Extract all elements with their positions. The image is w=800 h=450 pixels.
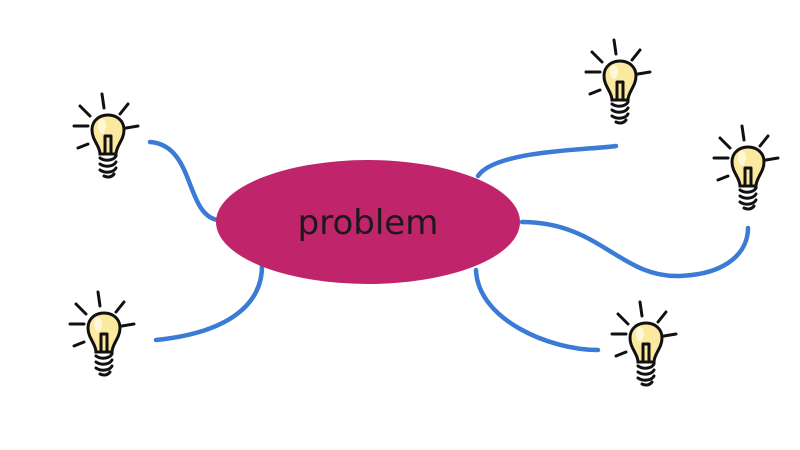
lightbulb-icon [72, 92, 140, 179]
bulb-base [738, 186, 758, 211]
connector-line [475, 143, 619, 179]
central-node-label: problem [298, 203, 439, 243]
bulb-ray [96, 290, 102, 308]
lightbulb-icon [584, 38, 652, 125]
bulb-ray [120, 322, 136, 328]
bulb-base [610, 100, 630, 125]
lightbulb-icon [712, 124, 780, 211]
bulb-ray [636, 70, 652, 76]
bulb-filament [99, 332, 109, 352]
bulb-ray [616, 312, 630, 326]
bulb-ray [630, 48, 642, 62]
bulb-filament [641, 342, 651, 362]
bulb-ray [662, 332, 678, 338]
bulb-ray [74, 302, 88, 316]
bulb-filament [615, 80, 625, 100]
bulb-ray [118, 102, 130, 116]
lightbulb-icon [68, 290, 136, 377]
bulb-ray [758, 134, 770, 148]
connector-line [153, 263, 265, 343]
bulb-highlight [738, 151, 746, 165]
bulb-base [98, 154, 118, 179]
bulb-highlight [94, 317, 102, 331]
bulb-ray [612, 38, 618, 56]
idea-bulb-group [68, 38, 780, 387]
bulb-ray [638, 300, 644, 318]
bulb-ray [764, 156, 780, 162]
bulb-highlight [98, 119, 106, 133]
bulb-base [636, 362, 656, 387]
central-node-ellipse [216, 160, 520, 284]
bulb-ray [114, 300, 126, 314]
bulb-highlight [636, 327, 644, 341]
connector-line [519, 219, 751, 279]
bulb-ray [588, 88, 602, 96]
central-node: problem [216, 160, 520, 284]
connector-group [147, 139, 751, 353]
bulb-ray [100, 92, 106, 110]
bulb-ray [716, 174, 730, 182]
connector-line [473, 267, 601, 353]
bulb-ray [656, 310, 668, 324]
bulb-ray [76, 142, 90, 150]
bulb-highlight [610, 65, 618, 79]
bulb-ray [72, 340, 86, 348]
bulb-ray [124, 124, 140, 130]
bulb-ray [614, 350, 628, 358]
bulb-filament [743, 166, 753, 186]
bulb-ray [740, 124, 746, 142]
bulb-ray [590, 50, 604, 64]
bulb-base [94, 352, 114, 377]
lightbulb-icon [610, 300, 678, 387]
bulb-filament [103, 134, 113, 154]
bulb-ray [718, 136, 732, 150]
connector-line [147, 139, 221, 223]
bulb-ray [78, 104, 92, 118]
